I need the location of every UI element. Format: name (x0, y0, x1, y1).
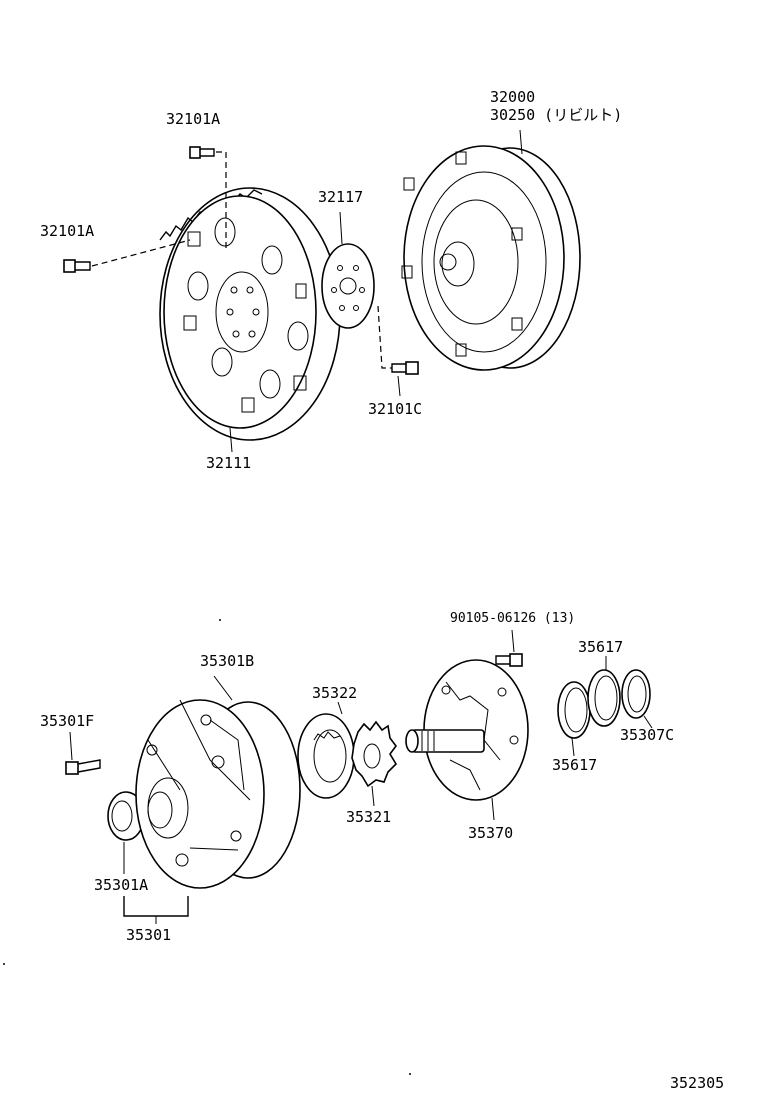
label-35370: 35370 (468, 824, 513, 842)
drive-plate-32111 (159, 187, 341, 441)
bolt-32101C (377, 305, 419, 397)
spacer-plate-32117 (321, 211, 375, 329)
speck (409, 1073, 411, 1075)
label-32111: 32111 (206, 454, 251, 472)
speck (219, 619, 221, 621)
pump-body-35301B (135, 675, 301, 889)
label-35301: 35301 (126, 926, 171, 944)
bracket-35301 (123, 896, 189, 917)
label-30250: 30250 (リビルト) (490, 106, 622, 124)
diagram-id: 352305 (670, 1074, 724, 1092)
seal-ring-35617-right (587, 656, 621, 727)
bolt-32101A-left (63, 239, 191, 273)
oil-seal-35301A (107, 791, 145, 874)
leader-32111 (229, 427, 233, 453)
torque-converter-32000 (401, 129, 581, 371)
driven-gear-35322 (297, 701, 355, 799)
label-32101A-left: 32101A (40, 222, 94, 240)
label-32101C: 32101C (368, 400, 422, 418)
label-35321: 35321 (346, 808, 391, 826)
label-35301F: 35301F (40, 712, 94, 730)
stator-shaft-35370 (405, 659, 529, 821)
label-32117: 32117 (318, 188, 363, 206)
label-35322: 35322 (312, 684, 357, 702)
label-90105-06126: 90105-06126 (13) (450, 611, 575, 626)
label-35617-top: 35617 (578, 638, 623, 656)
bolt-90105-06126 (495, 629, 523, 667)
bolt-35301F (65, 731, 101, 775)
label-35617-bottom: 35617 (552, 756, 597, 774)
label-35301A: 35301A (94, 876, 148, 894)
seal-ring-35307C (621, 669, 653, 729)
label-32101A-top: 32101A (166, 110, 220, 128)
bolt-32101A-top (189, 146, 227, 248)
speck (3, 963, 5, 965)
label-32000: 32000 (490, 88, 535, 106)
seal-ring-35617-left (557, 681, 591, 757)
label-35307C: 35307C (620, 726, 674, 744)
drive-gear-35321 (351, 720, 398, 807)
label-35301B: 35301B (200, 652, 254, 670)
